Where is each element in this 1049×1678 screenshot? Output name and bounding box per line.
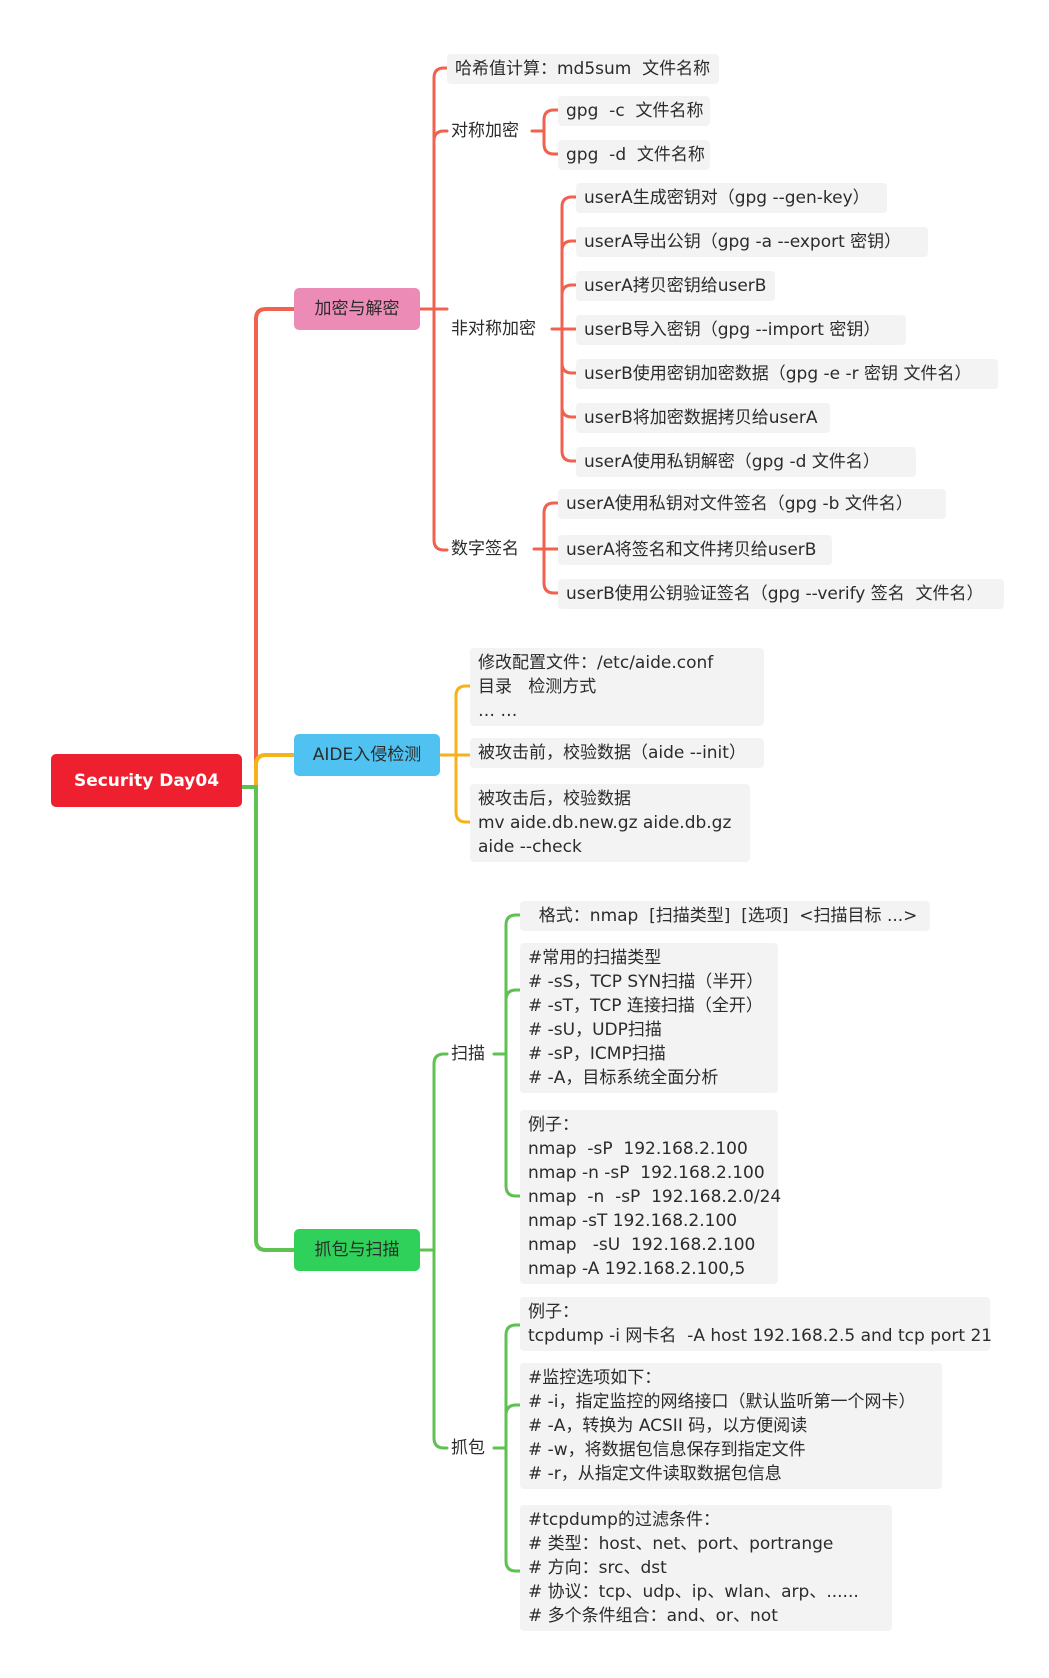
asym-item[interactable]: userA生成密钥对（gpg --gen-key） bbox=[576, 183, 887, 213]
aide-item[interactable]: 被攻击后，校验数据 mv aide.db.new.gz aide.db.gz a… bbox=[470, 784, 750, 862]
branch-crypto[interactable]: 加密与解密 bbox=[294, 288, 420, 330]
aide-item[interactable]: 被攻击前，校验数据（aide --init） bbox=[470, 738, 764, 768]
signature-item[interactable]: userA将签名和文件拷贝给userB bbox=[558, 535, 832, 565]
asym-item[interactable]: userB将加密数据拷贝给userA bbox=[576, 403, 830, 433]
signature-node[interactable]: 数字签名 bbox=[451, 539, 519, 559]
sym-encrypt-node[interactable]: 对称加密 bbox=[451, 121, 519, 141]
root-node[interactable]: Security Day04 bbox=[51, 754, 242, 807]
signature-item[interactable]: userA使用私钥对文件签名（gpg -b 文件名） bbox=[558, 489, 946, 519]
branch-aide[interactable]: AIDE入侵检测 bbox=[294, 734, 440, 776]
signature-item[interactable]: userB使用公钥验证签名（gpg --verify 签名 文件名） bbox=[558, 579, 1004, 609]
asym-item[interactable]: userB使用密钥加密数据（gpg -e -r 密钥 文件名） bbox=[576, 359, 998, 389]
asym-item[interactable]: userA导出公钥（gpg -a --export 密钥） bbox=[576, 227, 928, 257]
sym-item[interactable]: gpg -c 文件名称 bbox=[558, 96, 710, 126]
asym-item[interactable]: userA使用私钥解密（gpg -d 文件名） bbox=[576, 447, 916, 477]
scan-item[interactable]: 例子： nmap -sP 192.168.2.100 nmap -n -sP 1… bbox=[520, 1110, 781, 1284]
hash-item[interactable]: 哈希值计算：md5sum 文件名称 bbox=[447, 54, 719, 84]
scan-node[interactable]: 扫描 bbox=[451, 1044, 485, 1064]
asym-item[interactable]: userA拷贝密钥给userB bbox=[576, 271, 775, 301]
asym-item[interactable]: userB导入密钥（gpg --import 密钥） bbox=[576, 315, 906, 345]
capture-node[interactable]: 抓包 bbox=[451, 1438, 485, 1458]
asym-encrypt-node[interactable]: 非对称加密 bbox=[451, 319, 536, 339]
scan-item[interactable]: #常用的扫描类型 # -sS，TCP SYN扫描（半开） # -sT，TCP 连… bbox=[520, 943, 778, 1093]
aide-item[interactable]: 修改配置文件：/etc/aide.conf 目录 检测方式 … … bbox=[470, 648, 764, 726]
scan-item[interactable]: 格式：nmap [扫描类型] [选项] <扫描目标 ...> bbox=[520, 901, 930, 931]
capture-item[interactable]: #监控选项如下： # -i，指定监控的网络接口（默认监听第一个网卡） # -A，… bbox=[520, 1363, 942, 1489]
sym-item[interactable]: gpg -d 文件名称 bbox=[558, 140, 710, 170]
capture-item[interactable]: #tcpdump的过滤条件： # 类型：host、net、port、portra… bbox=[520, 1505, 892, 1631]
branch-capture-scan[interactable]: 抓包与扫描 bbox=[294, 1229, 420, 1271]
capture-item[interactable]: 例子： tcpdump -i 网卡名 -A host 192.168.2.5 a… bbox=[520, 1297, 992, 1351]
